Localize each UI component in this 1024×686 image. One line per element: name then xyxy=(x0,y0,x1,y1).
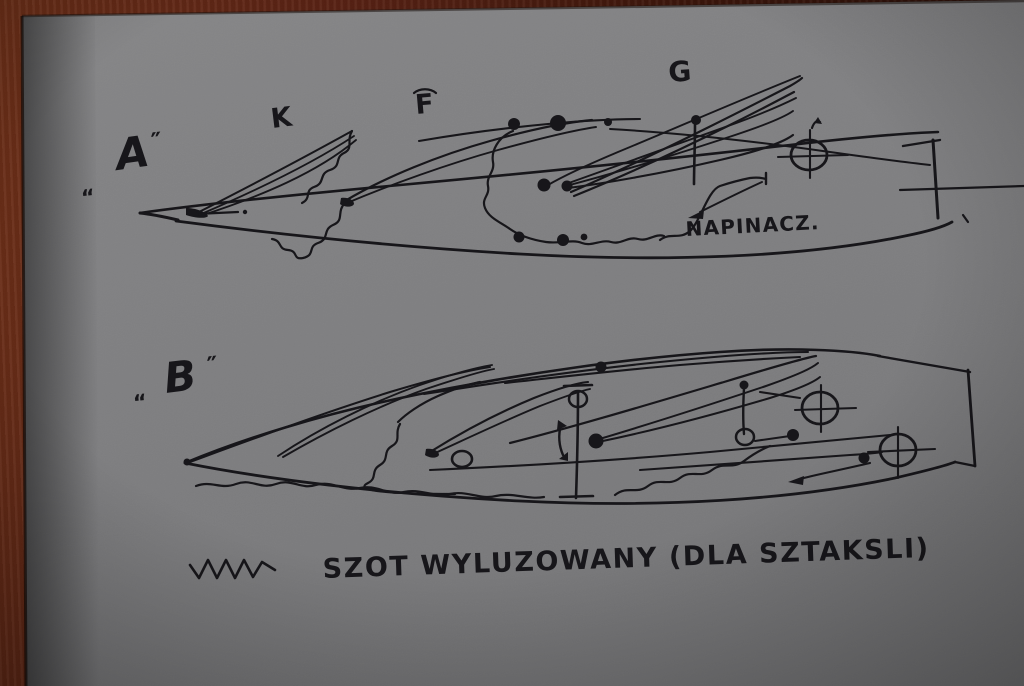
label-napinacz: NAPINACZ. xyxy=(685,210,820,241)
label-B-quote-open: “ xyxy=(132,390,148,415)
label-B-group: “ B ″ xyxy=(132,350,220,415)
label-F-group: F xyxy=(412,88,438,121)
label-B-letter: B xyxy=(161,350,199,403)
label-A-quote-close: ″ xyxy=(150,127,164,156)
label-A-quote-open: “ xyxy=(80,185,96,210)
label-A-letter: A xyxy=(110,127,153,182)
label-G: G xyxy=(667,54,692,89)
label-B-quote-close: ″ xyxy=(206,351,220,380)
label-F: F xyxy=(414,88,435,120)
caption-text: SZOT WYLUZOWANY (DLA SZTAKSLI) xyxy=(322,533,930,585)
label-K: K xyxy=(269,101,295,134)
label-A-group: “ A ″ xyxy=(80,127,164,210)
